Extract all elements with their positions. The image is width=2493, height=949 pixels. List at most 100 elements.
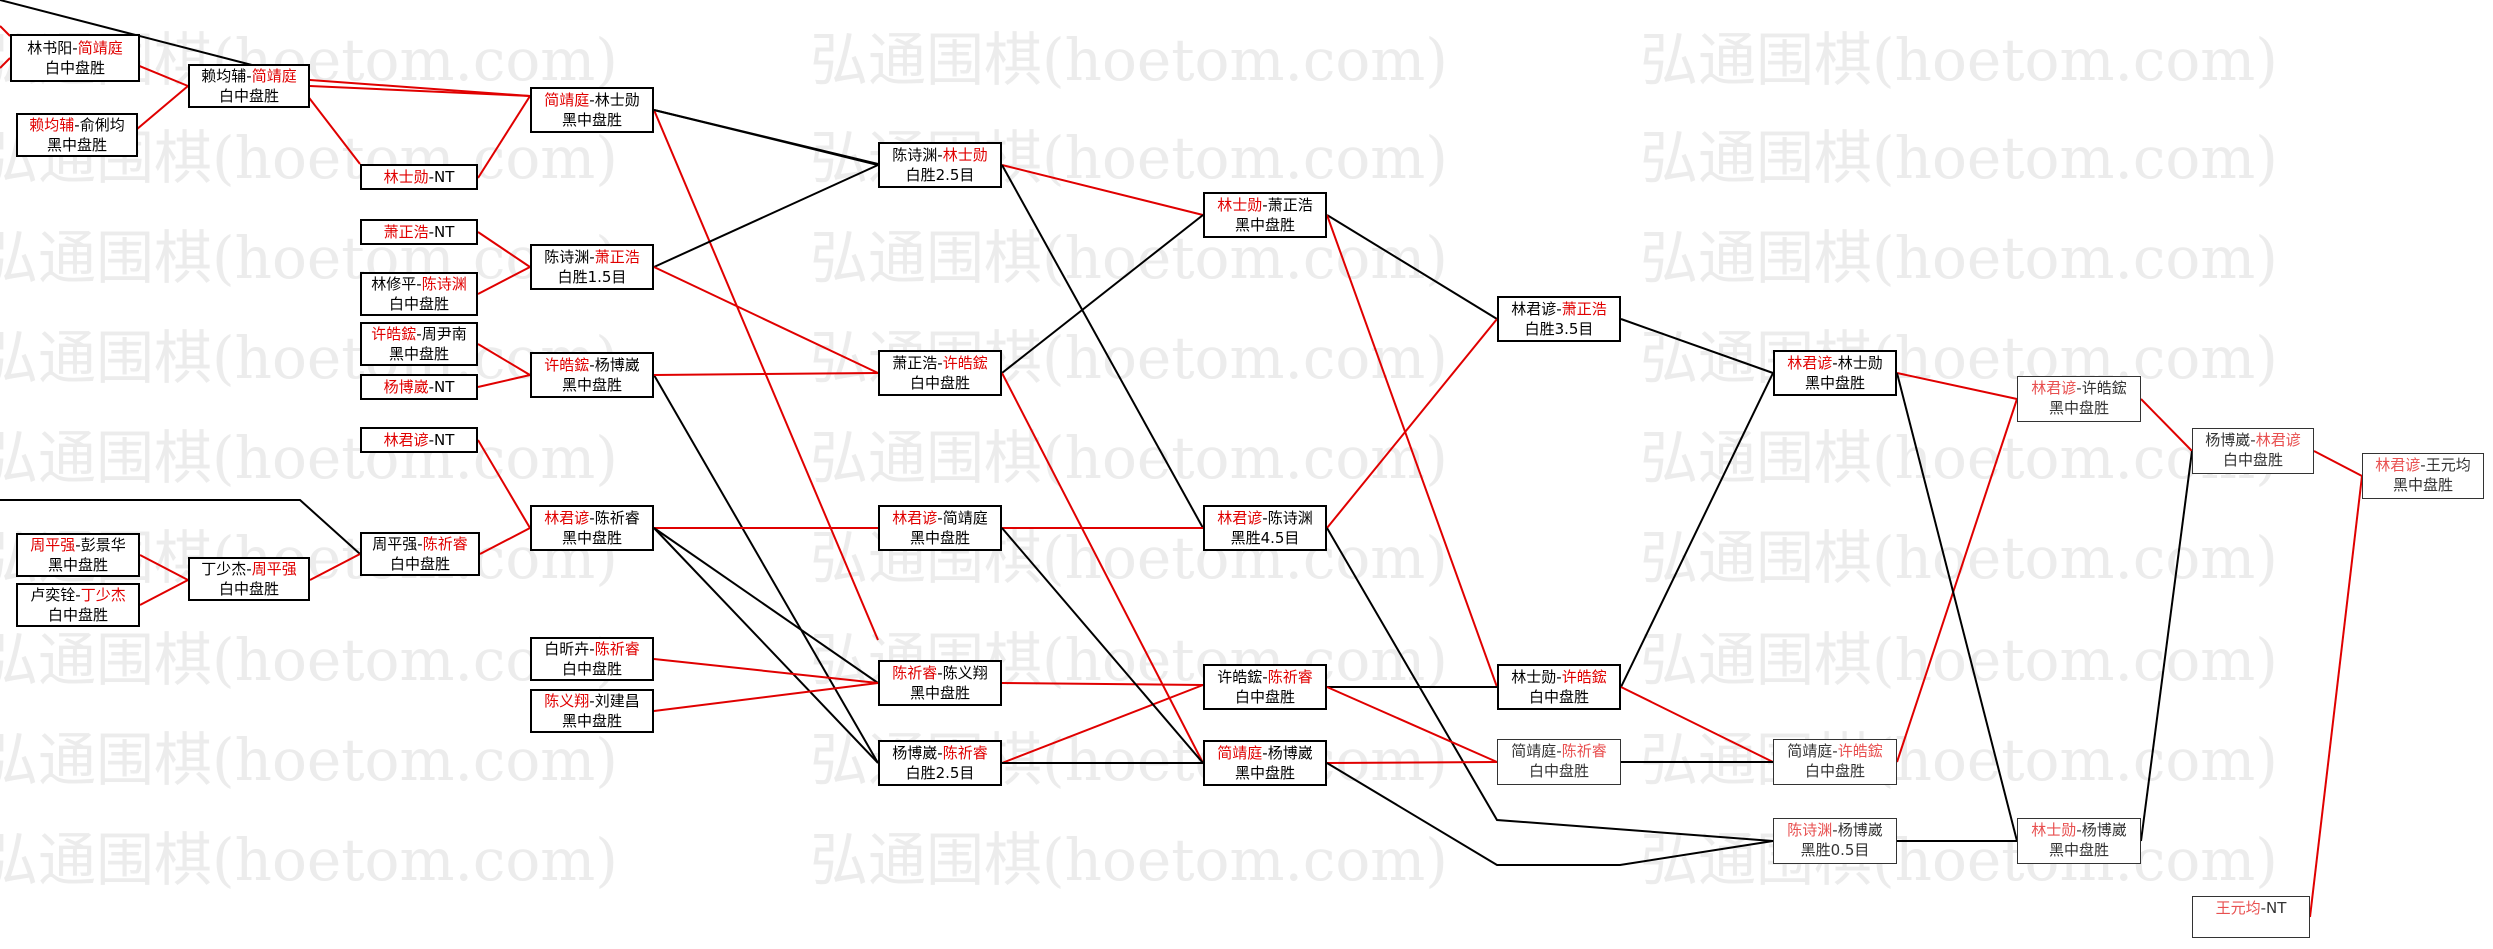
- game-node: 萧正浩-NT: [360, 219, 478, 245]
- winner-path-line: [479, 527, 531, 555]
- winner-path-line: [1001, 372, 1204, 764]
- game-result: 黑中盘胜: [561, 529, 622, 547]
- game-node: 杨博崴-NT: [360, 374, 478, 400]
- game-result: 白中盘胜: [561, 660, 622, 678]
- player-white: 许皓鋐: [2081, 379, 2127, 397]
- game-players: 杨博崴-陈祈睿: [880, 743, 1000, 763]
- game-node: 林士勋-萧正浩黑中盘胜: [1203, 192, 1327, 238]
- player-white: 陈诗渊: [421, 275, 467, 293]
- game-node: 周平强-彭景华黑中盘胜: [16, 533, 140, 577]
- player-black: 简靖庭: [1217, 744, 1263, 762]
- game-players: 丁少杰-周平强: [190, 559, 308, 579]
- game-node: 陈义翔-刘建昌黑中盘胜: [530, 689, 654, 733]
- game-players: 林修平-陈诗渊: [362, 274, 476, 294]
- player-white: 简靖庭: [942, 509, 988, 527]
- player-separator: -: [428, 168, 435, 186]
- player-white: 杨博崴: [594, 356, 640, 374]
- game-players: 简靖庭-林士勋: [532, 90, 652, 110]
- game-players: 林君谚-简靖庭: [880, 508, 1000, 528]
- game-players: 杨博崴-林君谚: [2193, 430, 2313, 450]
- game-node: 林君谚-NT: [360, 427, 478, 453]
- game-node: 丁少杰-周平强白中盘胜: [188, 557, 310, 601]
- player-black: 卢奕铨: [30, 586, 76, 604]
- player-black: 简靖庭: [544, 91, 590, 109]
- player-white: 陈祈睿: [594, 509, 640, 527]
- player-white: 丁少杰: [80, 586, 126, 604]
- game-node: 白昕卉-陈祈睿白中盘胜: [530, 637, 654, 681]
- game-players: 林书阳-简靖庭: [12, 38, 138, 58]
- player-separator: -: [937, 664, 943, 682]
- game-node: 周平强-陈祈睿白中盘胜: [360, 532, 480, 576]
- player-white: 萧正浩: [1267, 196, 1313, 214]
- game-node: 林修平-陈诗渊白中盘胜: [360, 272, 478, 316]
- game-players: 陈诗渊-萧正浩: [532, 247, 652, 267]
- game-players: 林士勋-萧正浩: [1205, 195, 1325, 215]
- player-white: 杨博崴: [1837, 821, 1883, 839]
- game-node: 王元均-NT: [2192, 896, 2310, 938]
- game-players: 简靖庭-许皓鋐: [1774, 741, 1896, 761]
- player-black: 许皓鋐: [1217, 668, 1263, 686]
- player-white: NT: [434, 378, 455, 396]
- game-players: 林士勋-许皓鋐: [1499, 667, 1619, 687]
- game-node: 陈诗渊-萧正浩白胜1.5目: [530, 244, 654, 290]
- player-white: 杨博崴: [2081, 821, 2127, 839]
- player-black: 简靖庭: [1511, 742, 1557, 760]
- game-node: 赖均辅-俞俐均黑中盘胜: [16, 113, 138, 157]
- player-black: 林士勋: [1511, 668, 1557, 686]
- player-black: 林君谚: [1511, 300, 1557, 318]
- game-result: 黑中盘胜: [46, 136, 107, 154]
- player-separator: -: [2420, 456, 2426, 474]
- winner-path-line: [1896, 372, 2018, 400]
- game-result: 黑中盘胜: [909, 529, 970, 547]
- game-result: 黑中盘胜: [561, 111, 622, 129]
- player-white: 陈祈睿: [1561, 742, 1607, 760]
- player-white: 刘建昌: [594, 692, 640, 710]
- game-result: 黑中盘胜: [909, 684, 970, 702]
- game-node: 陈诗渊-杨博崴黑胜0.5目: [1773, 818, 1897, 864]
- player-separator: -: [937, 354, 943, 372]
- player-black: 林君谚: [544, 509, 590, 527]
- game-result: 白胜1.5目: [557, 268, 627, 286]
- player-white: NT: [2266, 899, 2287, 917]
- winner-path-line: [477, 374, 531, 388]
- player-white: 俞俐均: [79, 116, 125, 134]
- game-players: 简靖庭-杨博崴: [1205, 743, 1325, 763]
- player-white: 彭景华: [80, 536, 126, 554]
- player-black: 杨博崴: [892, 744, 938, 762]
- player-black: 林君谚: [1787, 354, 1833, 372]
- player-separator: -: [589, 640, 595, 658]
- player-white: 杨博崴: [1267, 744, 1313, 762]
- winner-path-line: [1326, 761, 1498, 764]
- player-white: 林士勋: [594, 91, 640, 109]
- winner-path-line: [1001, 164, 1204, 216]
- game-players: 林君谚-陈祈睿: [532, 508, 652, 528]
- player-separator: -: [1556, 742, 1562, 760]
- player-white: 萧正浩: [1561, 300, 1607, 318]
- loser-path-line: [653, 374, 879, 764]
- loser-path-line: [1326, 214, 1498, 320]
- player-separator: -: [937, 146, 943, 164]
- game-players: 陈诗渊-林士勋: [880, 145, 1000, 165]
- game-result: 黑中盘胜: [561, 376, 622, 394]
- player-separator: -: [589, 91, 595, 109]
- game-players: 陈祈睿-陈义翔: [880, 663, 1000, 683]
- game-node: 卢奕铨-丁少杰白中盘胜: [16, 583, 140, 627]
- game-players: 萧正浩-许皓鋐: [880, 353, 1000, 373]
- game-players: 林君谚-许皓鋐: [2018, 378, 2140, 398]
- game-result: 白中盘胜: [388, 295, 449, 313]
- winner-path-line: [0, 25, 11, 37]
- player-separator: -: [937, 744, 943, 762]
- player-black: 林士勋: [1217, 196, 1263, 214]
- player-separator: -: [589, 248, 595, 266]
- player-white: 陈祈睿: [942, 744, 988, 762]
- player-black: 陈义翔: [544, 692, 590, 710]
- player-white: 简靖庭: [251, 67, 297, 85]
- game-result: 黑中盘胜: [2392, 476, 2453, 494]
- loser-path-line: [1326, 527, 1774, 842]
- player-separator: -: [1262, 196, 1268, 214]
- loser-path-line: [1620, 318, 1774, 374]
- game-node: 杨博崴-林君谚白中盘胜: [2192, 428, 2314, 474]
- player-black: 陈诗渊: [892, 146, 938, 164]
- player-white: 周尹南: [421, 325, 467, 343]
- player-black: 林君谚: [2031, 379, 2077, 397]
